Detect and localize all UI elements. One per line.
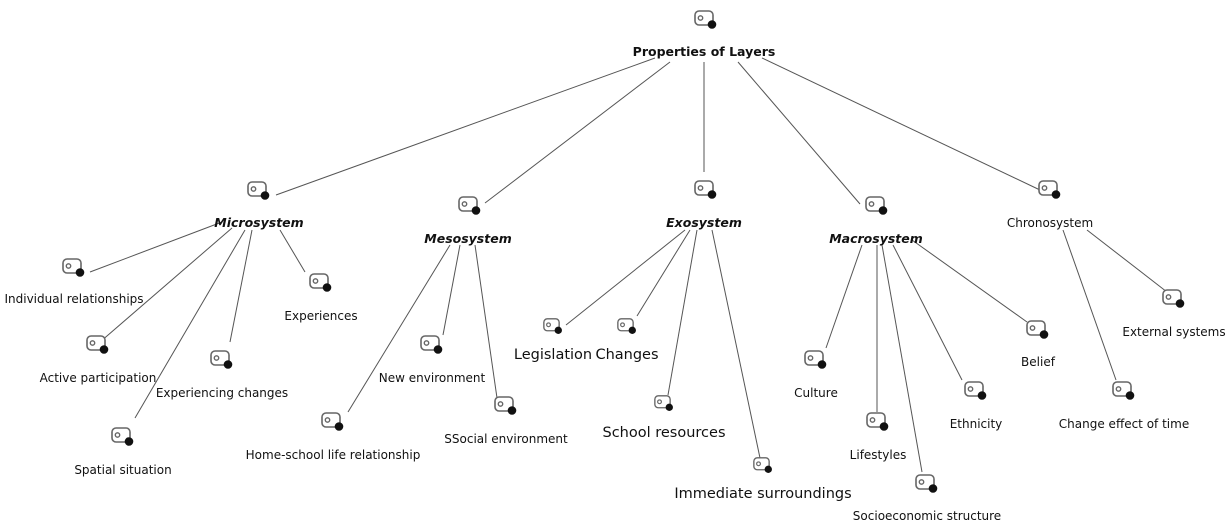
experiencing-changes-node-icon: [210, 350, 234, 370]
experiences-node-icon: [309, 273, 333, 293]
root-node-icon: [694, 10, 718, 30]
leaf-label-socioeconomic-structure: Socioeconomic structure: [852, 509, 1002, 523]
spatial-situation-node-icon: [111, 427, 135, 447]
edge-exo-school-resources: [667, 229, 698, 396]
legislation-node-icon: [542, 317, 563, 335]
edge-exo-immediate-surroundings: [711, 229, 761, 459]
active-participation-node-icon: [86, 335, 110, 355]
edge-micro-spatial: [134, 229, 246, 419]
edge-macro-culture: [825, 244, 863, 349]
edge-macro-belief: [911, 239, 1028, 323]
edge-macro-ethnicity: [892, 244, 963, 381]
edge-micro-experiences: [279, 229, 306, 273]
macrosystem-node-icon: [865, 196, 889, 216]
lifestyles-node-icon: [866, 412, 890, 432]
leaf-label-ethnicity: Ethnicity: [949, 417, 1003, 431]
school-resources-node-icon: [653, 394, 674, 412]
leaf-label-active-participation: Active participation: [39, 371, 157, 385]
layer-label-microsystem: Microsystem: [214, 215, 304, 230]
leaf-label-social-environment: SSocial environment: [444, 432, 568, 446]
new-environment-node-icon: [420, 335, 444, 355]
leaf-label-changes: Changes: [595, 347, 659, 363]
leaf-label-individual-relationships: Individual relationships: [4, 292, 144, 306]
leaf-label-immediate-surroundings: Immediate surroundings: [674, 486, 852, 502]
edge-macro-socioeconomic: [881, 244, 923, 473]
layer-label-mesosystem: Mesosystem: [424, 231, 512, 246]
edge-micro-individual: [89, 221, 223, 273]
leaf-label-culture: Culture: [794, 386, 838, 400]
leaf-label-school-resources: School resources: [602, 425, 726, 441]
edge-root-chronosystem: [761, 57, 1041, 191]
culture-node-icon: [804, 350, 828, 370]
external-systems-node-icon: [1162, 289, 1186, 309]
changes-node-icon: [616, 317, 637, 335]
root-label: Properties of Layers: [632, 44, 776, 59]
layer-label-macrosystem: Macrosystem: [829, 231, 923, 246]
social-environment-node-icon: [494, 396, 518, 416]
edge-meso-social-environment: [474, 244, 498, 399]
chronosystem-node-icon: [1038, 180, 1062, 200]
edge-root-mesosystem: [484, 61, 671, 204]
leaf-label-lifestyles: Lifestyles: [849, 448, 907, 462]
edge-chrono-change-effect: [1062, 229, 1117, 381]
layer-label-exosystem: Exosystem: [666, 215, 742, 230]
individual-relationships-node-icon: [62, 258, 86, 278]
leaf-label-new-environment: New environment: [378, 371, 486, 385]
leaf-label-experiencing-changes: Experiencing changes: [155, 386, 289, 400]
leaf-label-belief: Belief: [1021, 355, 1055, 369]
edge-micro-active: [99, 227, 233, 343]
leaf-label-spatial-situation: Spatial situation: [74, 463, 172, 477]
layer-label-chronosystem: Chronosystem: [1006, 216, 1094, 230]
leaf-label-external-systems: External systems: [1122, 325, 1226, 339]
edge-meso-home-school: [347, 244, 451, 413]
microsystem-node-icon: [247, 181, 271, 201]
leaf-label-experiences: Experiences: [284, 309, 358, 323]
ethnicity-node-icon: [964, 381, 988, 401]
exosystem-node-icon: [694, 180, 718, 200]
change-effect-of-time-node-icon: [1112, 381, 1136, 401]
edge-root-macrosystem: [737, 61, 861, 205]
belief-node-icon: [1026, 320, 1050, 340]
leaf-label-change-effect-of-time: Change effect of time: [1058, 417, 1190, 431]
edge-meso-new-environment: [442, 244, 461, 336]
socioeconomic-structure-node-icon: [915, 474, 939, 494]
leaf-label-legislation: Legislation: [513, 347, 593, 363]
edge-exo-changes: [636, 229, 691, 317]
mesosystem-node-icon: [458, 196, 482, 216]
leaf-label-home-school-life-relationship: Home-school life relationship: [245, 448, 421, 462]
home-school-life-relationship-node-icon: [321, 412, 345, 432]
edge-chrono-external-systems: [1086, 229, 1168, 293]
edge-micro-experiencing: [229, 229, 253, 343]
edge-exo-legislation: [565, 229, 686, 326]
immediate-surroundings-node-icon: [752, 456, 773, 474]
edge-root-microsystem: [275, 57, 656, 196]
